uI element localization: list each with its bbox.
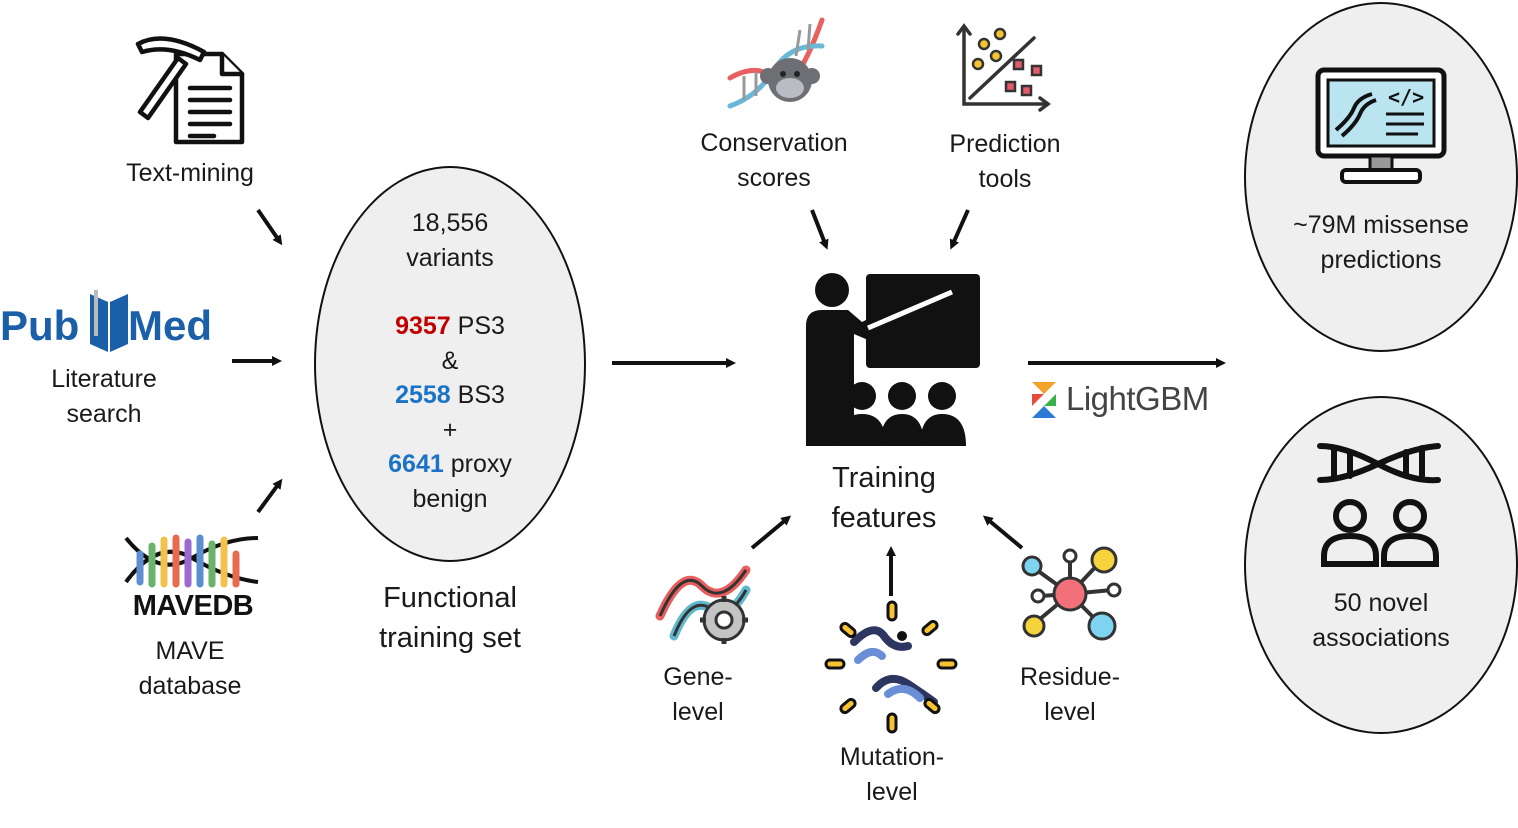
- textmining-label: Text-mining: [126, 159, 254, 187]
- bs3-line: 2558 BS3: [395, 381, 505, 409]
- arrow-prediction-to-training: [949, 209, 970, 250]
- amp-symbol: &: [441, 346, 459, 375]
- scatter-plot-icon: [956, 23, 1051, 112]
- broken-dna-icon: [824, 600, 958, 734]
- molecule-icon: [1021, 546, 1122, 641]
- pubmed-label: Literature search: [51, 365, 157, 428]
- total-variants-count: 18,556: [411, 209, 489, 237]
- residue-level-label: Residue- level: [1019, 663, 1121, 726]
- prediction-label: Prediction tools: [949, 130, 1061, 193]
- training-features-label: Training features: [831, 462, 937, 534]
- associations-label: 50 novel associations: [1312, 589, 1450, 652]
- pubmed-logo: Pub Med: [0, 288, 214, 358]
- teacher-classroom-icon: [806, 273, 980, 446]
- plus-symbol: +: [442, 415, 458, 444]
- lightgbm-text: LightGBM: [1066, 380, 1209, 417]
- mavedb-label: MAVE database: [138, 637, 242, 700]
- total-variants-label: variants: [406, 243, 494, 272]
- mavedb-logo-text: MAVEDB: [132, 590, 254, 622]
- monitor-dna-code-icon: </>: [1315, 67, 1447, 184]
- pickaxe-document-icon: [135, 36, 245, 145]
- lightgbm-logo: LightGBM: [1030, 378, 1220, 422]
- ps3-line: 9357 PS3: [395, 312, 505, 340]
- training-set-content: 18,556 variants 9357 PS3 & 2558 BS3 + 66…: [314, 206, 586, 516]
- gene-level-label: Gene- level: [663, 663, 733, 726]
- lightgbm-icon: [1032, 382, 1056, 418]
- mutation-level-label: Mutation- level: [839, 743, 945, 806]
- predictions-label: ~79M missense predictions: [1293, 211, 1469, 274]
- proxy-line: 6641 proxy: [388, 450, 512, 478]
- arrow-conservation-to-training: [810, 209, 829, 250]
- arrow-residue-to-training: [982, 515, 1024, 550]
- dna-monkey-icon: [727, 17, 825, 109]
- dna-people-icon: [1317, 443, 1441, 567]
- conservation-label: Conservation scores: [700, 129, 848, 192]
- dna-gear-icon: [655, 565, 751, 644]
- training-set-caption: Functional training set: [379, 582, 521, 654]
- arrow-textmining-to-set: [256, 208, 283, 246]
- pubmed-book-icon: [90, 290, 128, 352]
- proxy-line-2: benign: [412, 484, 488, 513]
- mave-bars-icon: [124, 534, 259, 588]
- arrow-mavedb-to-set: [256, 478, 283, 514]
- training-set-ellipse: [314, 166, 586, 562]
- arrow-gene-to-training: [750, 515, 792, 550]
- svg-text:</>: </>: [1388, 85, 1424, 109]
